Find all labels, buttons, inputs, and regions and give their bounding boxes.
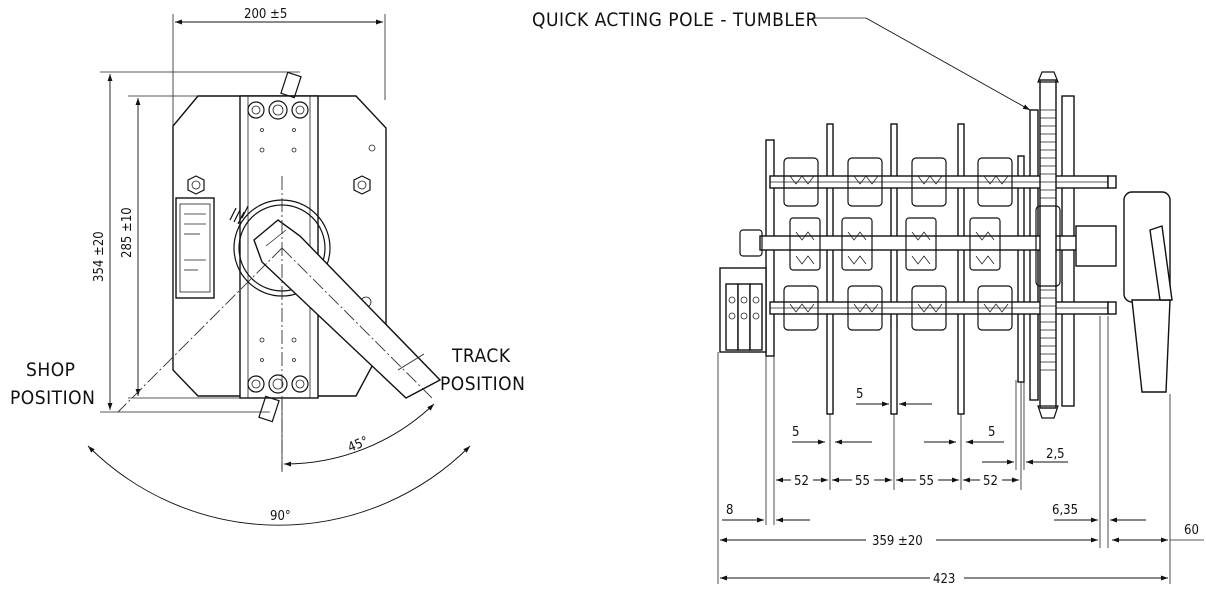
side-view: QUICK ACTING POLE - TUMBLER [532,9,1204,587]
dim-width-label: 200 ±5 [244,7,287,22]
dim-gap-top-label: 5 [856,387,863,402]
callout-label: QUICK ACTING POLE - TUMBLER [532,9,818,31]
handle-lever [253,219,442,399]
dim-plate-right-label: 6,35 [1052,503,1078,518]
spring-coil [229,205,249,225]
shop-label-line1: SHOP [26,359,75,381]
dim-overall-label: 423 [933,572,955,587]
tumbler-spring [1035,71,1061,419]
contacts-top-row [783,157,1013,207]
nameplate [175,197,215,299]
pole-plate-4 [1017,155,1025,383]
dim-clearance-label: 2,5 [1046,447,1065,462]
side-handle [1075,175,1173,393]
angle-45-arc [283,403,435,467]
dim-length-label: 359 ±20 [872,534,923,549]
pole-plate-1 [826,123,834,415]
dim-gap-right-label: 5 [988,425,995,440]
contacts-bottom-row [783,285,1013,331]
dim-height-inner-label: 285 ±10 [120,207,135,258]
pole-plate-2 [890,123,898,415]
front-bolts [187,100,376,394]
dim-pitch-1-label: 52 [794,474,809,489]
dim-handle-label: 60 [1184,523,1199,538]
dim-plate-label: 8 [726,503,733,518]
track-label-line1: TRACK [451,345,511,367]
track-label-line2: POSITION [440,373,525,395]
terminal-block [719,229,767,353]
angle-45-label: 45° [346,434,371,456]
angle-90-arc [87,445,471,526]
dim-pitch-2-label: 55 [855,474,870,489]
contacts-middle-row [789,217,1001,271]
pole-plate-3 [957,123,965,415]
dim-gap-left-label: 5 [792,425,799,440]
tumbler-plate [1029,109,1039,401]
dim-pitch-3-label: 55 [919,474,934,489]
end-plate-right [1061,95,1075,407]
front-view: 200 ±5 354 ±20 285 ±10 [10,7,525,526]
angle-90-label: 90° [270,509,291,524]
shop-label-line2: POSITION [10,387,95,409]
dim-height-outer-label: 354 ±20 [92,231,107,282]
dim-pitch-4-label: 52 [983,474,998,489]
